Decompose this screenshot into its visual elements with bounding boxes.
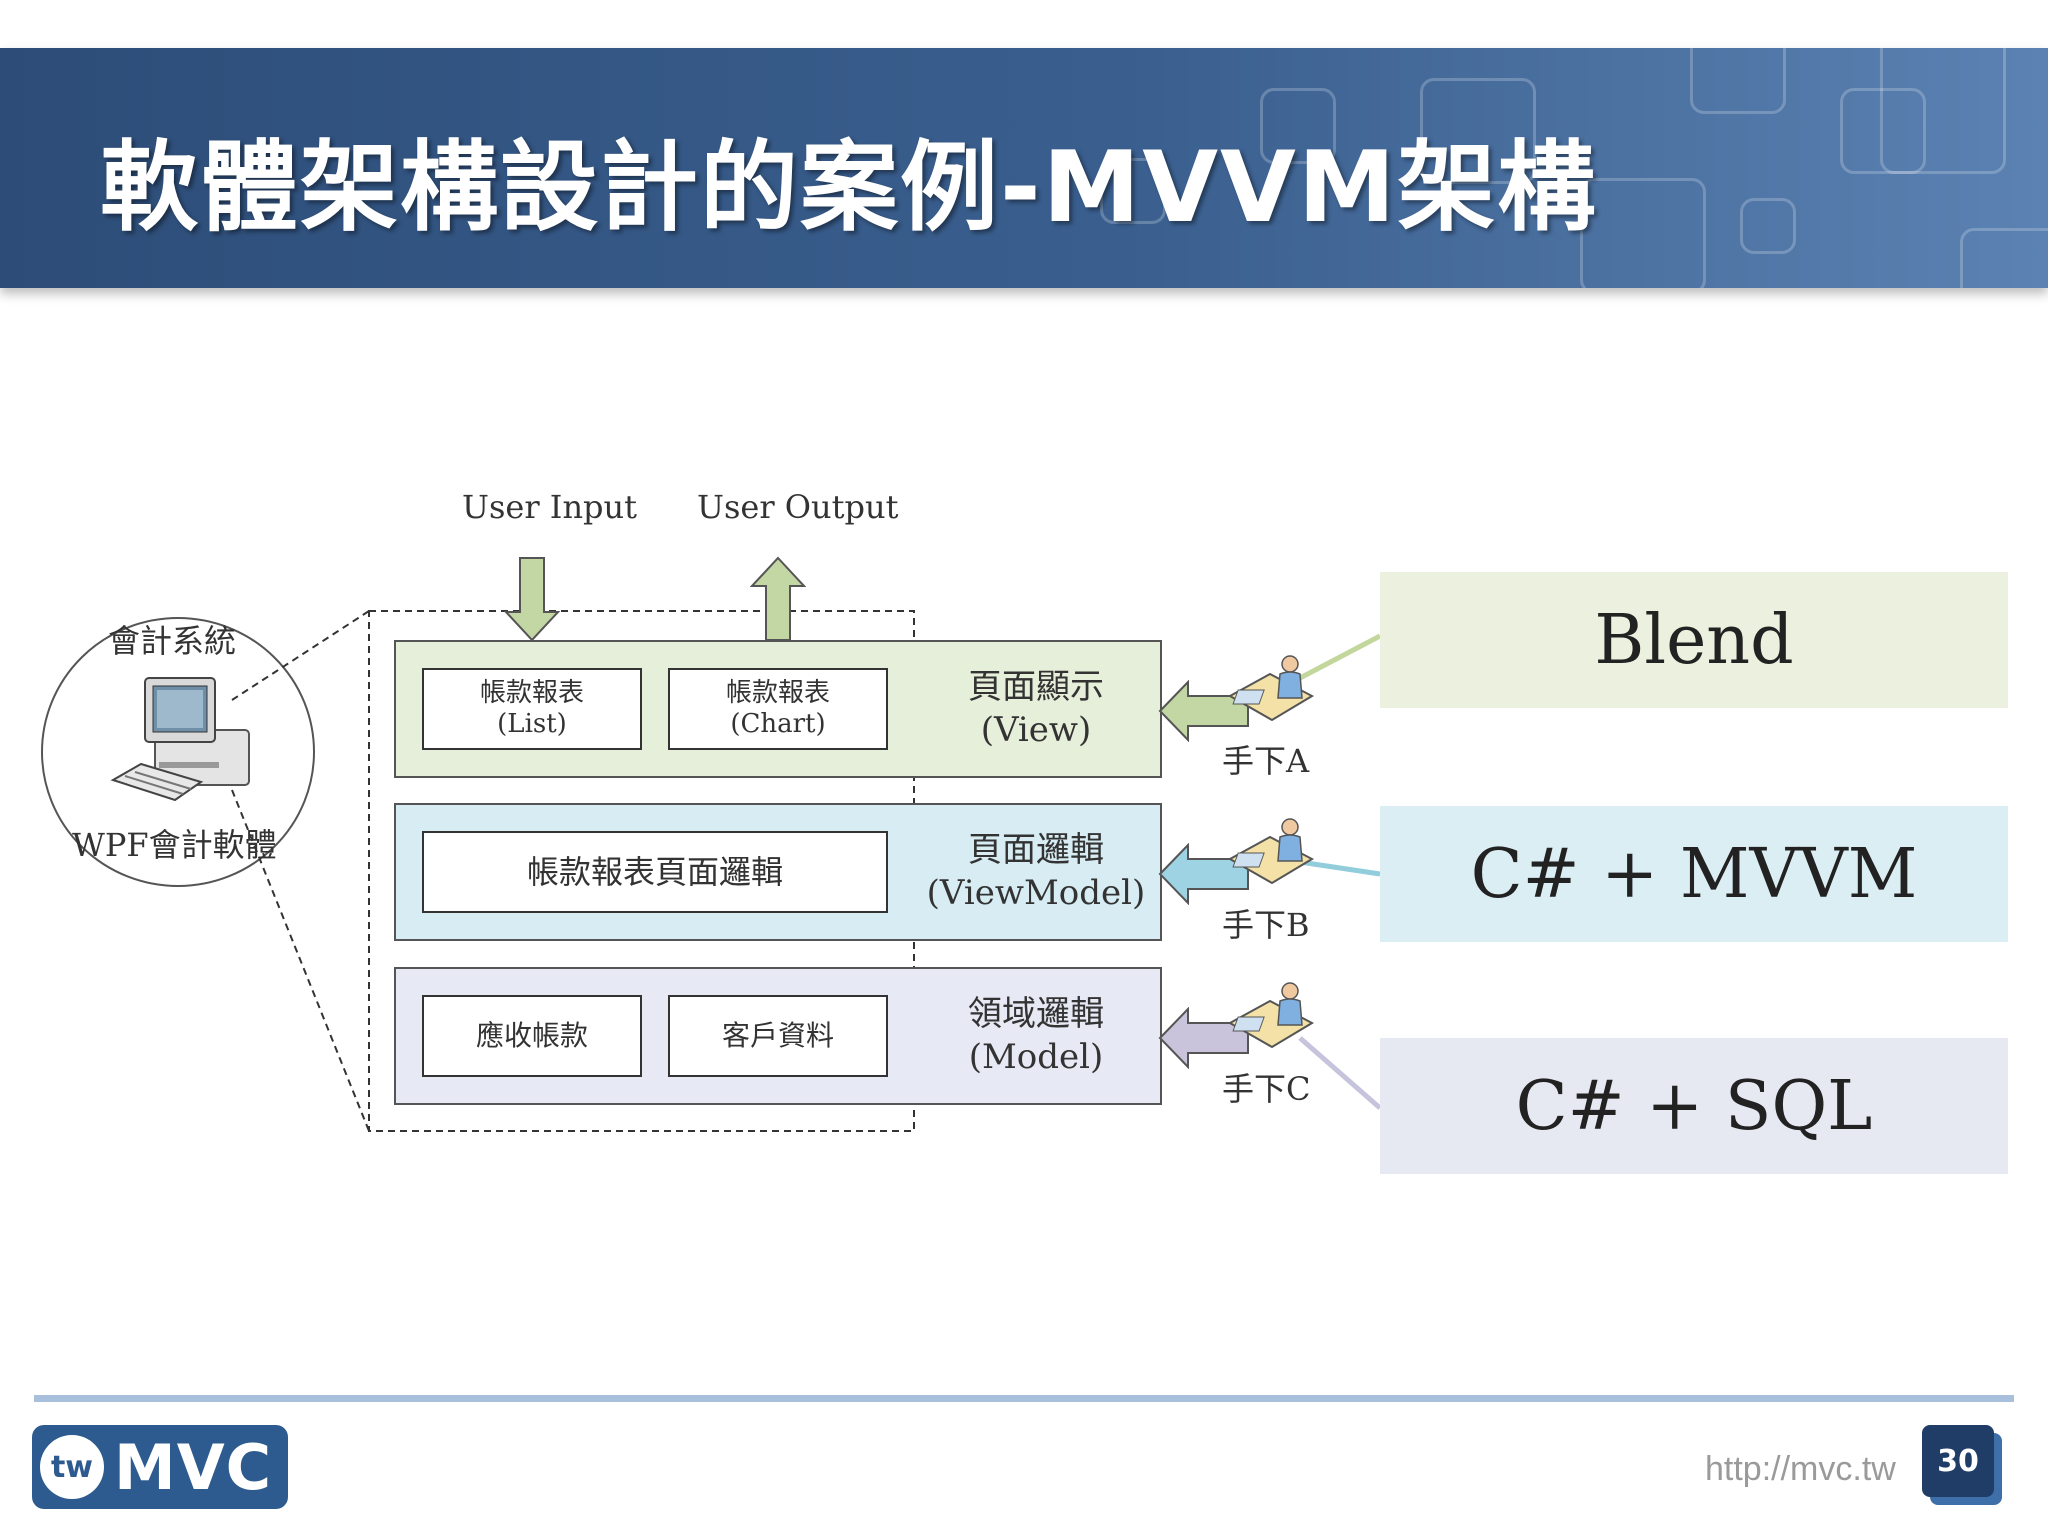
footer-divider — [34, 1395, 2014, 1402]
model-arrow — [1158, 1007, 1249, 1069]
tool-box-csharp-mvvm: C# + MVVM — [1380, 806, 2008, 942]
title-banner: 軟體架構設計的案例-MVVM架構 — [0, 48, 2048, 288]
model-layer: 應收帳款 客戶資料 領域邏輯 (Model) — [394, 967, 1162, 1105]
slide-title: 軟體架構設計的案例-MVVM架構 — [100, 131, 1598, 245]
worker-label-a: 手下A — [1222, 742, 1310, 780]
viewmodel-layer-label: 頁面邏輯 (ViewModel) — [916, 829, 1156, 914]
layer-label-en: (View) — [980, 709, 1092, 750]
decor-square — [1100, 158, 1166, 224]
decor-square — [1690, 48, 1786, 114]
box-line-1: 客戶資料 — [721, 1019, 834, 1053]
worker-label-c: 手下C — [1222, 1070, 1311, 1108]
box-line-1: 帳款報表頁面邏輯 — [526, 852, 783, 891]
decor-square — [1260, 88, 1336, 164]
tool-box-blend: Blend — [1380, 572, 2008, 708]
system-top-label: 會計系統 — [108, 622, 237, 660]
decor-square — [1840, 88, 1926, 174]
system-bottom-label: WPF會計軟體 — [72, 826, 277, 864]
worker-icon — [1227, 655, 1315, 722]
view-layer-label: 頁面顯示 (View) — [916, 666, 1156, 751]
chart-report-box: 帳款報表 (Chart) — [668, 668, 888, 750]
viewmodel-arrow — [1158, 843, 1249, 905]
user-input-arrow — [504, 557, 560, 642]
system-circle — [41, 617, 315, 887]
view-layer: 帳款報表 (List) 帳款報表 (Chart) 頁面顯示 (View) — [394, 640, 1162, 778]
user-output-label: User Output — [697, 488, 899, 526]
decor-square — [1580, 178, 1706, 288]
layer-label-zh: 頁面邏輯 — [968, 830, 1104, 870]
customer-data-box: 客戶資料 — [668, 995, 888, 1077]
list-report-box: 帳款報表 (List) — [422, 668, 642, 750]
mvc-logo: tw MVC — [32, 1425, 288, 1509]
box-line-1: 帳款報表 — [725, 677, 830, 708]
decor-square — [1960, 228, 2048, 288]
tool-box-csharp-sql: C# + SQL — [1380, 1038, 2008, 1174]
report-page-logic-box: 帳款報表頁面邏輯 — [422, 831, 888, 913]
footer-url: http://mvc.tw — [1705, 1450, 1896, 1488]
viewmodel-layer: 帳款報表頁面邏輯 頁面邏輯 (ViewModel) — [394, 803, 1162, 941]
worker-icon — [1227, 982, 1315, 1049]
layer-label-en: (Model) — [968, 1036, 1104, 1077]
layer-label-zh: 領域邏輯 — [968, 994, 1104, 1034]
layer-label-en: (ViewModel) — [926, 872, 1146, 913]
box-line-2: (List) — [497, 709, 567, 739]
box-line-2: (Chart) — [730, 709, 826, 739]
layer-label-zh: 頁面顯示 — [968, 667, 1104, 707]
box-line-1: 應收帳款 — [475, 1019, 588, 1053]
worker-icon — [1227, 818, 1315, 885]
logo-badge: tw — [40, 1435, 104, 1499]
user-input-label: User Input — [462, 488, 637, 526]
receivables-box: 應收帳款 — [422, 995, 642, 1077]
page-number: 30 — [1922, 1425, 1994, 1497]
decor-square — [1880, 48, 2006, 174]
box-line-1: 帳款報表 — [479, 677, 584, 708]
computer-icon — [110, 677, 250, 802]
logo-text: MVC — [114, 1430, 273, 1504]
model-layer-label: 領域邏輯 (Model) — [916, 993, 1156, 1078]
view-arrow — [1158, 680, 1249, 742]
worker-label-b: 手下B — [1222, 906, 1310, 944]
decor-square — [1420, 78, 1536, 184]
decor-square — [1740, 198, 1796, 254]
